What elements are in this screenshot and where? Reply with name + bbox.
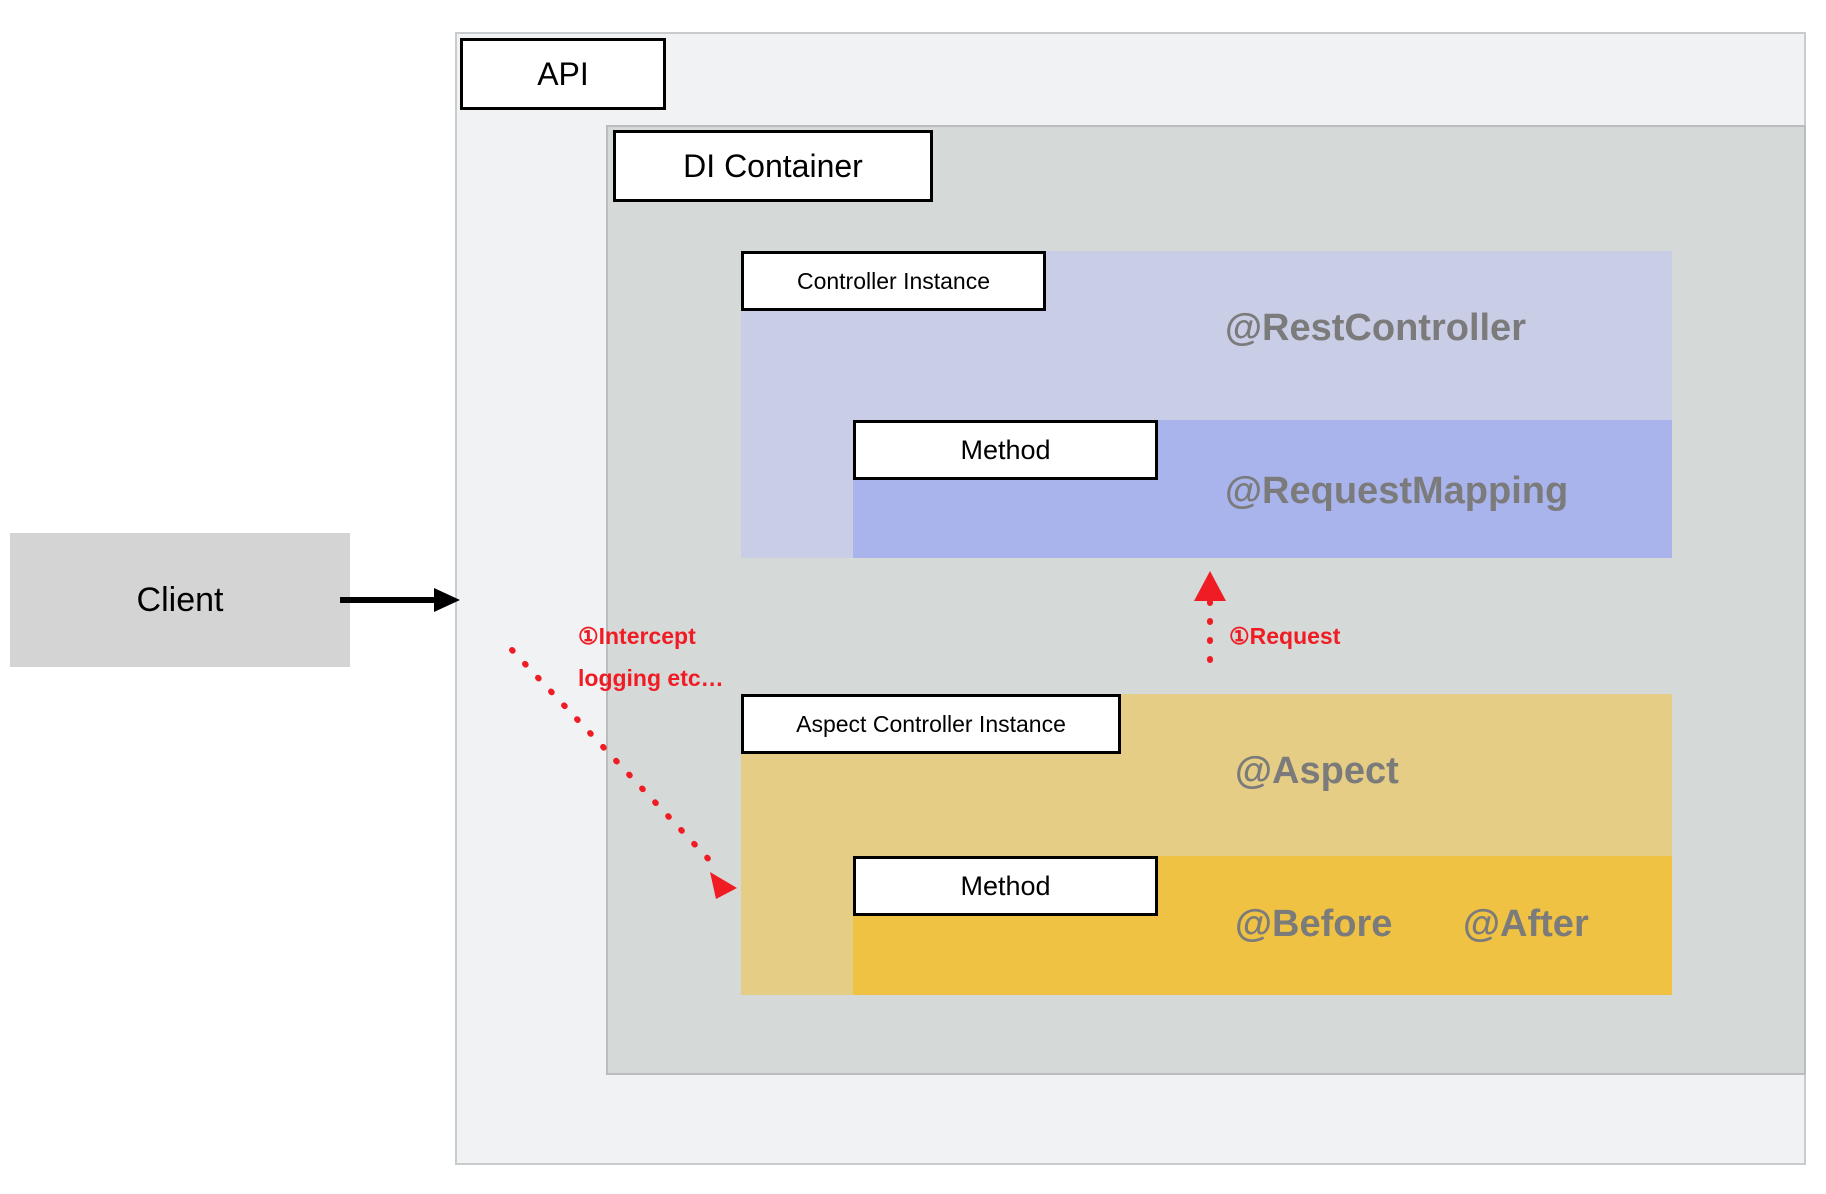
intercept-annotation-label: ①Intercept logging etc… — [578, 615, 724, 699]
client-box: Client — [10, 533, 350, 667]
request-annotation-label: ①Request — [1229, 623, 1341, 649]
intercept-annotation-line1: ①Intercept — [578, 623, 696, 649]
aspect-annotation-text: @Aspect — [1235, 750, 1399, 792]
aspect-method-box: Method — [853, 856, 1158, 916]
before-annotation-text: @Before — [1235, 903, 1393, 945]
client-to-api-arrow — [340, 588, 460, 612]
rest-controller-annotation-text: @RestController — [1225, 307, 1526, 349]
di-container-title-box: DI Container — [613, 130, 933, 202]
aspect-controller-instance-box: Aspect Controller Instance — [741, 694, 1121, 754]
controller-method-box: Method — [853, 420, 1158, 480]
api-title-box: API — [460, 38, 666, 110]
after-annotation-text: @After — [1463, 903, 1589, 945]
intercept-annotation-line2: logging etc… — [578, 665, 724, 691]
controller-instance-box: Controller Instance — [741, 251, 1046, 311]
request-mapping-annotation-text: @RequestMapping — [1225, 470, 1569, 512]
